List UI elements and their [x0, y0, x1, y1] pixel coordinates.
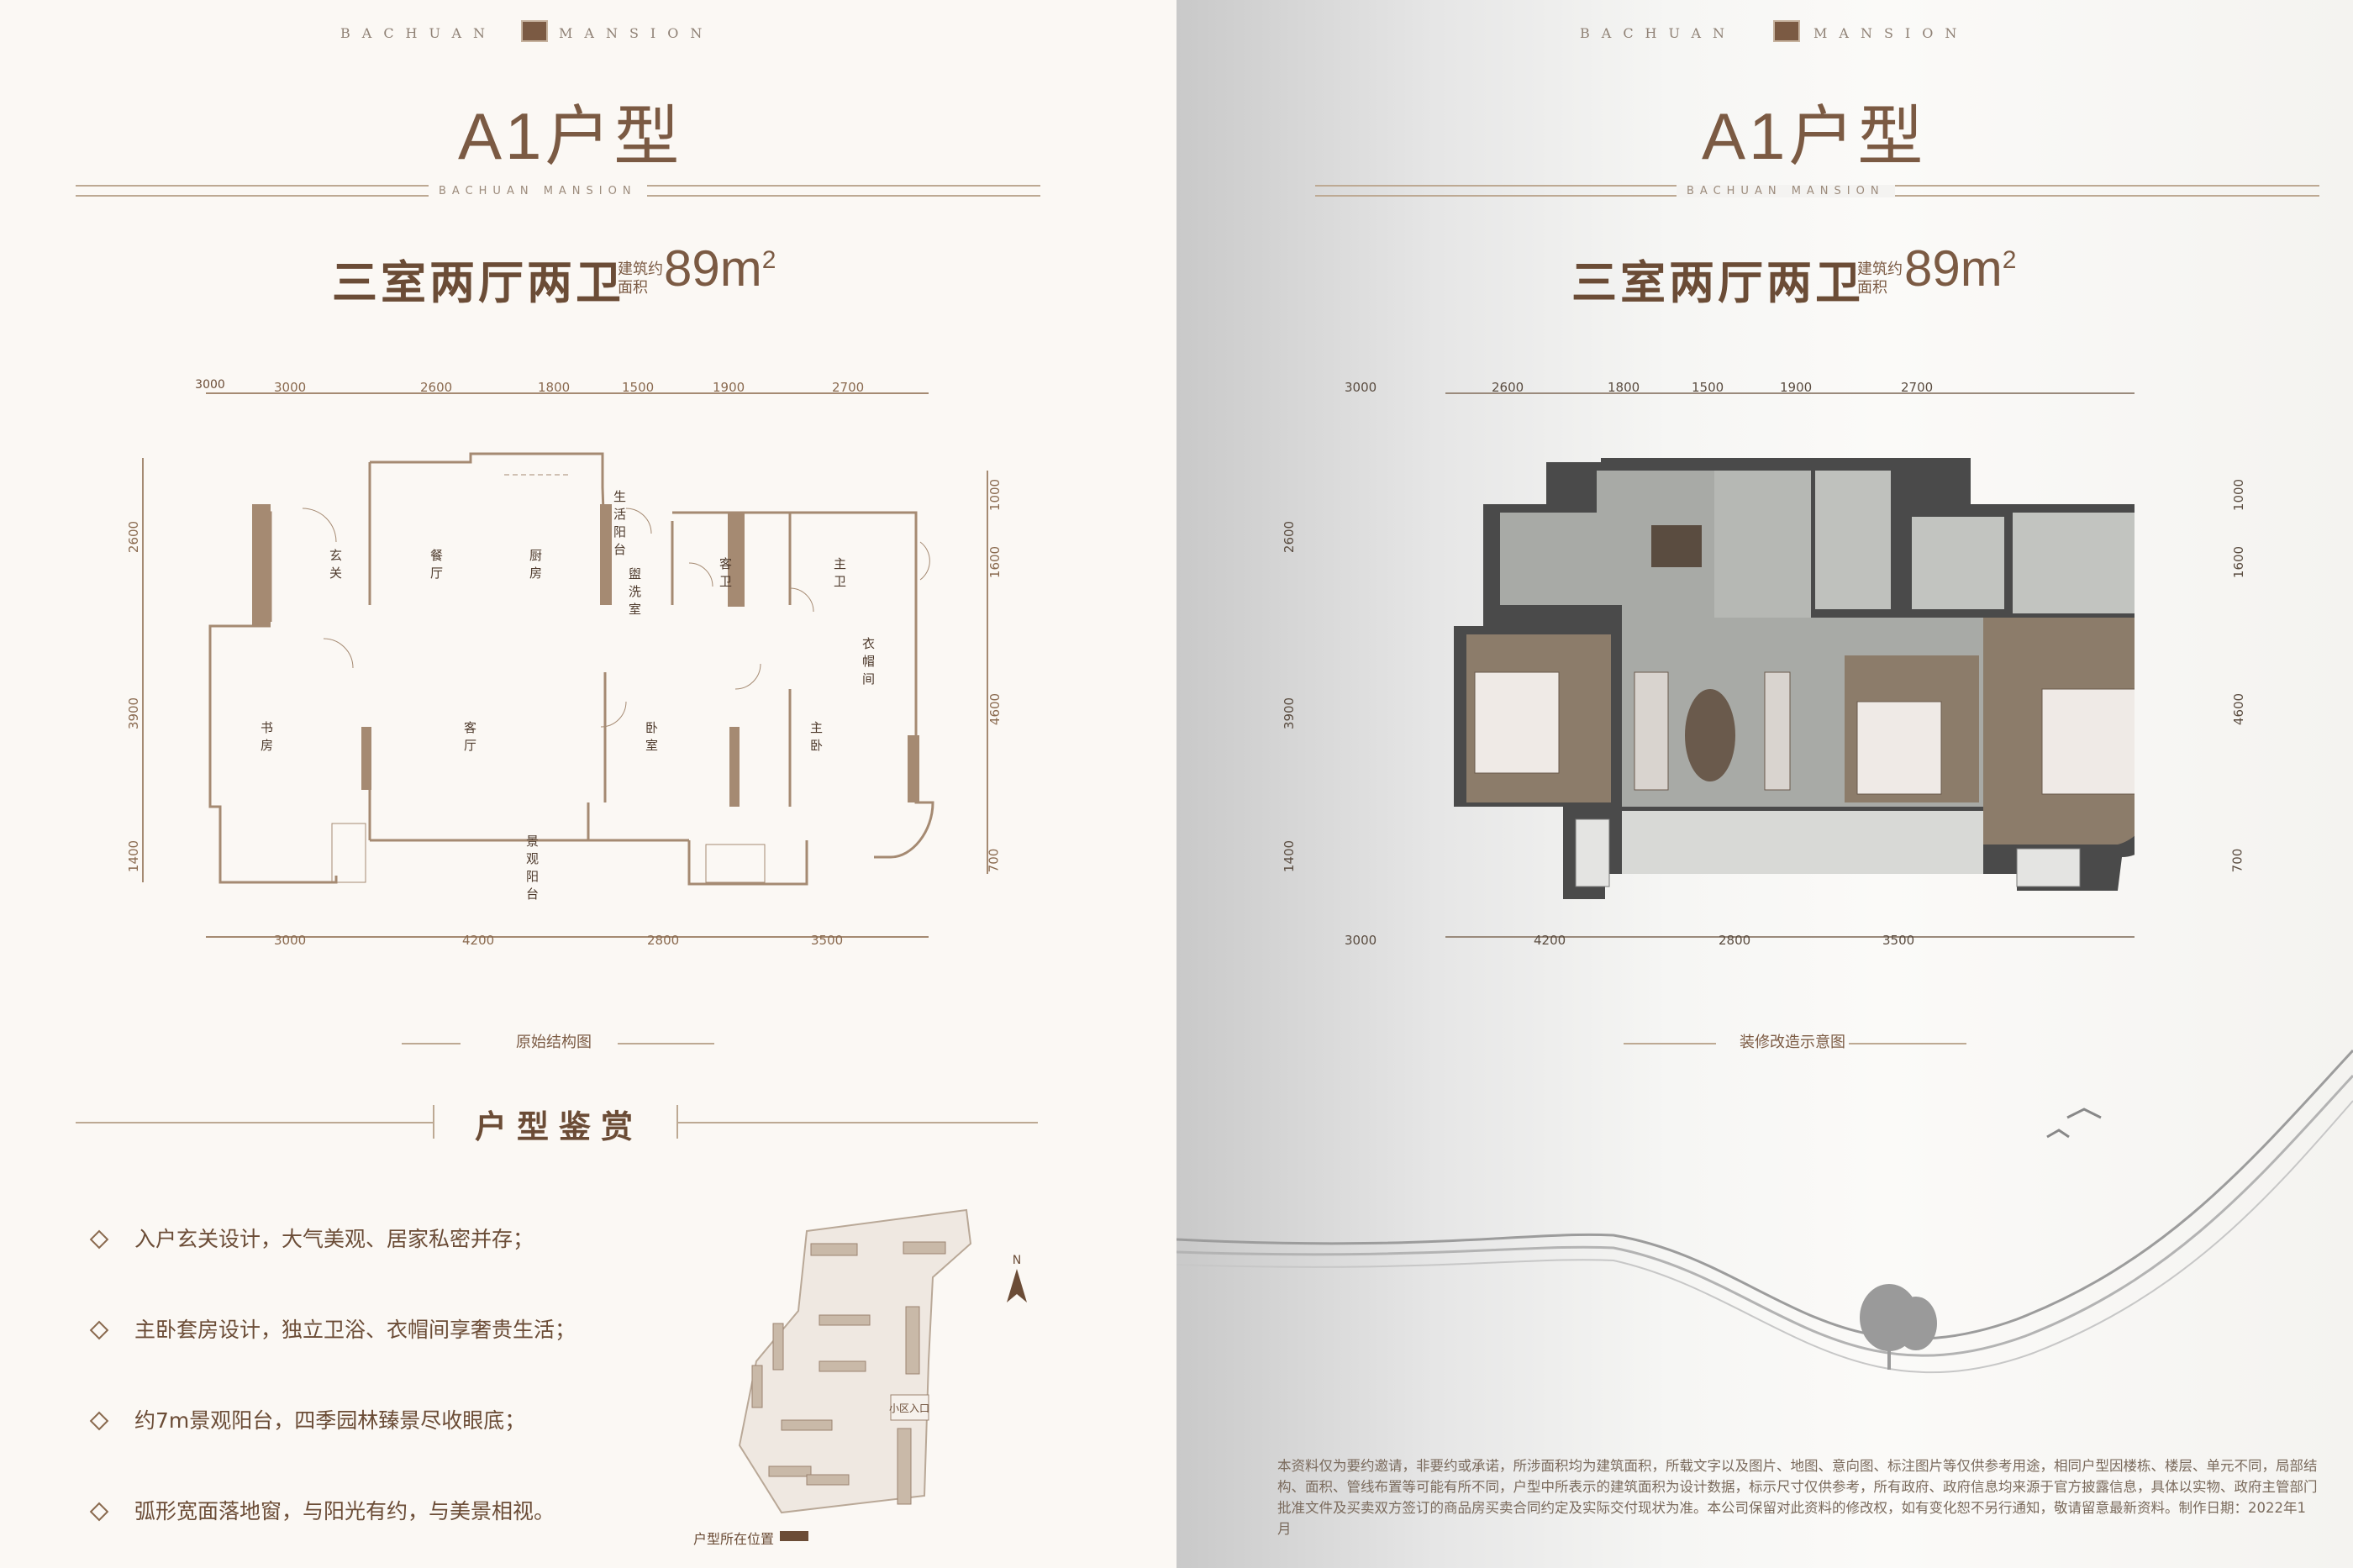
room-label: 衣帽间 — [862, 636, 876, 687]
site-highlight-swatch — [780, 1531, 808, 1541]
area-value: 89m2 — [664, 240, 776, 297]
dim-left: 2600 — [126, 520, 142, 554]
north-arrow-icon: N — [1007, 1254, 1027, 1302]
brand-text-right-a: BACHUAN — [1580, 25, 1737, 41]
dim-bottom: 2800 — [647, 933, 680, 948]
disclaimer-text: 本资料仅为要约邀请，非要约或承诺，所涉面积均为建筑面积，所载文字以及图片、地图、… — [1277, 1458, 2318, 1537]
dim-top: 2600 — [1492, 380, 1524, 395]
dim-bottom: 3500 — [1882, 933, 1915, 948]
dim-bottom: 3500 — [811, 933, 844, 948]
dim-right: 4600 — [2231, 692, 2247, 726]
room-label: 餐厅 — [430, 548, 444, 581]
site-plan-caption: 户型所在位置 — [693, 1531, 775, 1547]
feature-item: 入户玄关设计，大气美观、居家私密并存； — [89, 1223, 731, 1275]
dim-top: 1500 — [1692, 380, 1724, 395]
room-label: 卧室 — [645, 720, 659, 753]
room-label: 主卧 — [810, 720, 824, 753]
dim-bottom: 3000 — [1345, 933, 1377, 948]
dim-top: 2600 — [420, 380, 453, 395]
room-label: 盥洗室 — [629, 566, 642, 617]
dim-bottom: 4200 — [1534, 933, 1566, 948]
dim-top: 2700 — [832, 380, 865, 395]
feature-list: 入户玄关设计，大气美观、居家私密并存； 主卧套房设计，独立卫浴、衣帽间享奢贵生活… — [89, 1223, 731, 1568]
original-floor-plan: 3000 — [142, 378, 988, 938]
layout-subtitle: 三室两厅两卫 — [1571, 258, 1864, 308]
dim-right: 700 — [986, 848, 1002, 873]
dim-bottom: 4200 — [462, 933, 495, 948]
dim-top: 3000 — [274, 380, 307, 395]
area-label: 建筑约面积 — [1857, 260, 1903, 297]
dim-left: 3900 — [126, 697, 142, 730]
dim-bottom: 2800 — [1719, 933, 1751, 948]
dim-top: 2700 — [1901, 380, 1934, 395]
room-label: 客厅 — [464, 720, 477, 753]
page-title: A1户型 — [458, 99, 683, 173]
dim-right: 4600 — [987, 692, 1003, 726]
dim-right: 700 — [2229, 848, 2245, 873]
furnished-floor-plan — [1445, 392, 2135, 938]
page-title: A1户型 — [1702, 99, 1927, 173]
dim-left: 3900 — [1282, 697, 1298, 730]
right-page: BACHUAN MANSION A1户型 BACHUAN MANSION 三室两… — [1176, 0, 2353, 1568]
appreciation-heading: 户型鉴赏 — [475, 1110, 644, 1145]
dim-top: 3000 — [1345, 380, 1377, 395]
svg-text:小区入口: 小区入口 — [889, 1402, 929, 1414]
plan-caption: 装修改造示意图 — [1740, 1034, 1845, 1051]
left-page: BACHUAN MANSION A1户型 BACHUAN MANSION 三室两… — [0, 0, 1176, 1568]
room-label: 书房 — [261, 720, 274, 753]
area-value: 89m2 — [1904, 240, 2017, 297]
svg-text:N: N — [1013, 1254, 1021, 1267]
brand-text-left-b: MANSION — [559, 25, 714, 41]
brand-logo — [1773, 20, 1800, 42]
rule-brand: BACHUAN MANSION — [429, 185, 647, 197]
dim-left: 1400 — [1282, 839, 1298, 873]
dim-right: 1000 — [2231, 478, 2247, 512]
site-plan: 小区入口 — [738, 1208, 972, 1514]
dim-top: 1900 — [1780, 380, 1813, 395]
dim-top: 1500 — [622, 380, 655, 395]
dim-top: 1800 — [538, 380, 571, 395]
room-label: 客卫 — [719, 556, 733, 589]
brand-text-left-a: BACHUAN — [340, 25, 497, 41]
layout-subtitle: 三室两厅两卫 — [332, 258, 624, 308]
room-label: 生活阳台 — [613, 489, 627, 557]
brand-text-right-b: MANSION — [1813, 25, 1969, 41]
room-label: 玄关 — [329, 548, 343, 581]
title-rule: BACHUAN MANSION — [76, 178, 1040, 203]
room-label: 景观阳台 — [526, 834, 540, 902]
dim-left: 1400 — [126, 839, 142, 873]
feature-item: 主卧套房设计，独立卫浴、衣帽间享奢贵生活； — [89, 1313, 731, 1365]
brand-logo — [521, 20, 548, 42]
dim-bottom: 3000 — [274, 933, 307, 948]
dim-top-1: 3000 — [195, 378, 225, 392]
landscape-illustration — [1176, 1049, 2353, 1374]
feature-item: 约7m景观阳台，四季园林臻景尽收眼底； — [89, 1404, 731, 1456]
title-rule: BACHUAN MANSION — [1315, 178, 2319, 203]
dim-right: 1000 — [987, 478, 1003, 512]
room-label: 厨房 — [529, 548, 543, 581]
plan-caption: 原始结构图 — [516, 1034, 592, 1051]
dim-right: 1600 — [987, 545, 1003, 579]
feature-item: 弧形宽面落地窗，与阳光有约，与美景相视。 — [89, 1495, 731, 1547]
dim-top: 1900 — [713, 380, 745, 395]
area-label: 建筑约面积 — [618, 260, 663, 297]
dim-top: 1800 — [1608, 380, 1640, 395]
room-label: 主卫 — [834, 556, 847, 589]
dim-right: 1600 — [2231, 545, 2247, 579]
rule-brand: BACHUAN MANSION — [1677, 185, 1895, 197]
dim-left: 2600 — [1282, 520, 1298, 554]
